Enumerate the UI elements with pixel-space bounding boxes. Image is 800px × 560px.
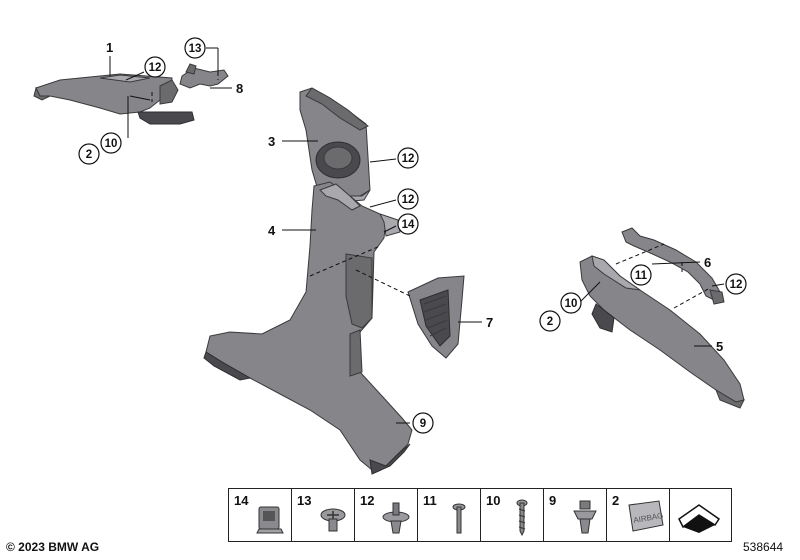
retainer-clip-icon — [256, 506, 284, 534]
svg-text:10: 10 — [565, 298, 578, 310]
legend-number: 10 — [486, 493, 501, 508]
part-3-pillar-cover — [299, 87, 371, 203]
callout-9: 9 — [412, 412, 434, 434]
svg-text:9: 9 — [420, 418, 426, 430]
legend-number: 13 — [297, 493, 312, 508]
callout-4: 4 — [268, 223, 276, 238]
legend-number: 2 — [612, 493, 620, 508]
legend-number: 12 — [360, 493, 375, 508]
svg-text:2: 2 — [86, 149, 92, 161]
parts-diagram: 1 8 3 4 7 6 5 12 13 2 10 12 12 14 9 11 — [33, 37, 747, 475]
blind-rivet-icon — [452, 503, 466, 534]
callout-10-b: 10 — [560, 292, 582, 314]
legend-cell-12[interactable]: 12 — [354, 488, 417, 542]
svg-text:12: 12 — [149, 62, 162, 74]
expanding-clip-icon — [573, 500, 597, 534]
legend-cell-panel[interactable] — [669, 488, 732, 542]
part-8-bracket — [179, 63, 229, 89]
screw-head-icon — [320, 508, 346, 532]
legend-cell-11[interactable]: 11 — [417, 488, 480, 542]
svg-text:12: 12 — [730, 279, 743, 291]
part-6-bracket — [621, 227, 725, 305]
callout-12-a: 12 — [144, 56, 166, 78]
callout-12-d: 12 — [725, 273, 747, 295]
callout-1: 1 — [106, 40, 113, 55]
callout-11: 11 — [630, 264, 652, 286]
svg-text:10: 10 — [105, 138, 118, 150]
callout-6: 6 — [704, 255, 711, 270]
callout-2-a: 2 — [78, 143, 100, 165]
part-7-air-vent — [407, 275, 465, 359]
legend-cell-10[interactable]: 10 — [480, 488, 543, 542]
callout-3: 3 — [268, 134, 275, 149]
legend-cell-2[interactable]: 2 AIRBAG — [606, 488, 669, 542]
svg-text:12: 12 — [402, 194, 415, 206]
legend-cell-13[interactable]: 13 — [291, 488, 354, 542]
legend-cell-14[interactable]: 14 — [228, 488, 291, 542]
svg-text:11: 11 — [635, 270, 648, 282]
svg-text:14: 14 — [402, 219, 415, 231]
airbag-badge-icon: AIRBAG — [628, 500, 664, 532]
callout-14: 14 — [397, 213, 419, 235]
callout-5: 5 — [716, 339, 723, 354]
callout-2-b: 2 — [539, 310, 561, 332]
svg-text:12: 12 — [402, 153, 415, 165]
legend-number: 11 — [423, 493, 437, 508]
svg-text:2: 2 — [547, 316, 553, 328]
copyright-notice: © 2023 BMW AG — [6, 540, 100, 554]
callout-10-a: 10 — [100, 132, 122, 154]
fastener-legend: 14 13 12 11 10 — [228, 488, 732, 544]
leader-lines — [109, 47, 725, 424]
part-5-side-trim-panel — [579, 255, 745, 409]
legend-cell-9[interactable]: 9 — [543, 488, 606, 542]
svg-text:13: 13 — [189, 43, 202, 55]
callout-7: 7 — [486, 315, 493, 330]
callout-8: 8 — [236, 81, 243, 96]
legend-number: 9 — [549, 493, 557, 508]
part-4-lower-pillar-trim — [203, 181, 413, 475]
part-1-upper-trim — [33, 73, 195, 125]
push-rivet-icon — [382, 502, 410, 534]
diagram-number: 538644 — [743, 540, 784, 554]
callout-12-b: 12 — [397, 147, 419, 169]
callout-12-c: 12 — [397, 188, 419, 210]
legend-number: 14 — [234, 493, 249, 508]
trim-panel-arrow-icon — [678, 504, 721, 533]
callout-13: 13 — [184, 37, 206, 59]
long-screw-icon — [516, 499, 528, 537]
